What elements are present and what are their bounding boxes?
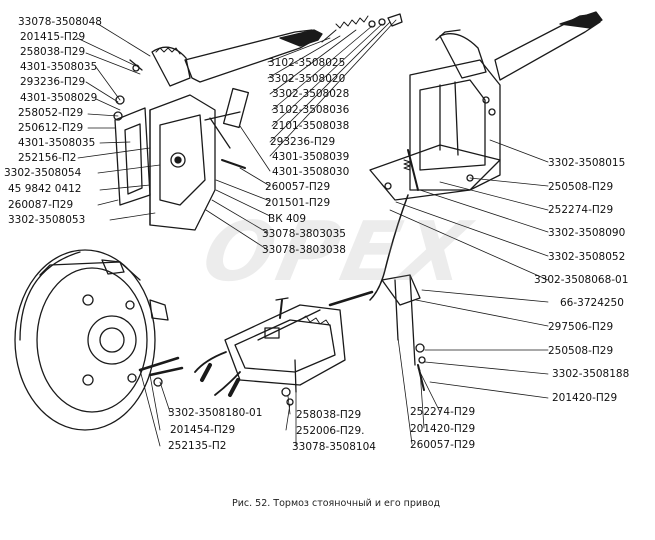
part-label: 33078-3803038 xyxy=(262,244,346,256)
part-label: 4301-3508039 xyxy=(272,151,350,163)
part-label: 260057-П29 xyxy=(410,439,476,451)
part-label: 258038-П29 xyxy=(20,46,86,58)
part-label: 4301-3508029 xyxy=(20,92,98,104)
part-label: 33078-3803035 xyxy=(262,228,346,240)
part-label: 66-3724250 xyxy=(560,297,624,309)
part-label: 201420-П29 xyxy=(410,423,476,435)
part-label: 260057-П29 xyxy=(265,181,331,193)
part-label: 258052-П29 xyxy=(18,107,84,119)
part-label: 4301-3508035 xyxy=(18,137,96,149)
part-label: 3302-3508188 xyxy=(552,368,630,380)
part-label: 252274-П29 xyxy=(548,204,614,216)
part-label: 3302-3508052 xyxy=(548,251,626,263)
part-label: 3302-3508028 xyxy=(272,88,350,100)
part-label: 3302-3508020 xyxy=(268,73,346,85)
part-label: 201454-П29 xyxy=(170,424,236,436)
part-label: 297506-П29 xyxy=(548,321,614,333)
leader-lines xyxy=(76,19,549,447)
part-label: 3302-3508054 xyxy=(4,167,82,179)
part-label: 45 9842 0412 xyxy=(8,183,82,195)
left-lever-assembly xyxy=(113,13,403,231)
part-label: 33078-3508104 xyxy=(292,441,376,453)
brake-backing-plate xyxy=(14,249,184,431)
part-label: 2101-3508038 xyxy=(272,120,350,132)
part-label: 4301-3508030 xyxy=(272,166,350,178)
part-label: 260087-П29 xyxy=(8,199,74,211)
figure-caption: Рис. 52. Тормоз стояночный и его привод xyxy=(232,498,441,509)
part-label: 3102-3508036 xyxy=(272,104,350,116)
part-label: 33078-3508048 xyxy=(18,16,102,28)
part-label: 252156-П2 xyxy=(18,152,77,164)
part-label: 4301-3508035 xyxy=(20,61,98,73)
part-label: 201420-П29 xyxy=(552,392,618,404)
part-label: 252006-П29. xyxy=(296,425,365,437)
part-label: 252274-П29 xyxy=(410,406,476,418)
part-label: 252135-П2 xyxy=(168,440,227,452)
part-label: 250508-П29 xyxy=(548,345,614,357)
part-label: 3302-3508090 xyxy=(548,227,626,239)
part-label: 3302-3508053 xyxy=(8,214,86,226)
part-label: 201415-П29 xyxy=(20,31,86,43)
part-label: 201501-П29 xyxy=(265,197,331,209)
right-lever-assembly xyxy=(369,11,603,201)
part-label: 3302-3508180-01 xyxy=(168,407,263,419)
part-label: 293236-П29 xyxy=(270,136,336,148)
part-label: 258038-П29 xyxy=(296,409,362,421)
part-label: 250508-П29 xyxy=(548,181,614,193)
part-label: 3302-3508068-01 xyxy=(534,274,629,286)
equalizer-assembly xyxy=(194,297,346,406)
part-label: ВК 409 xyxy=(268,213,307,225)
part-label: 3302-3508015 xyxy=(548,157,626,169)
part-label: 293236-П29 xyxy=(20,76,86,88)
part-label: 250612-П29 xyxy=(18,122,84,134)
part-label: 3102-3508025 xyxy=(268,57,346,69)
